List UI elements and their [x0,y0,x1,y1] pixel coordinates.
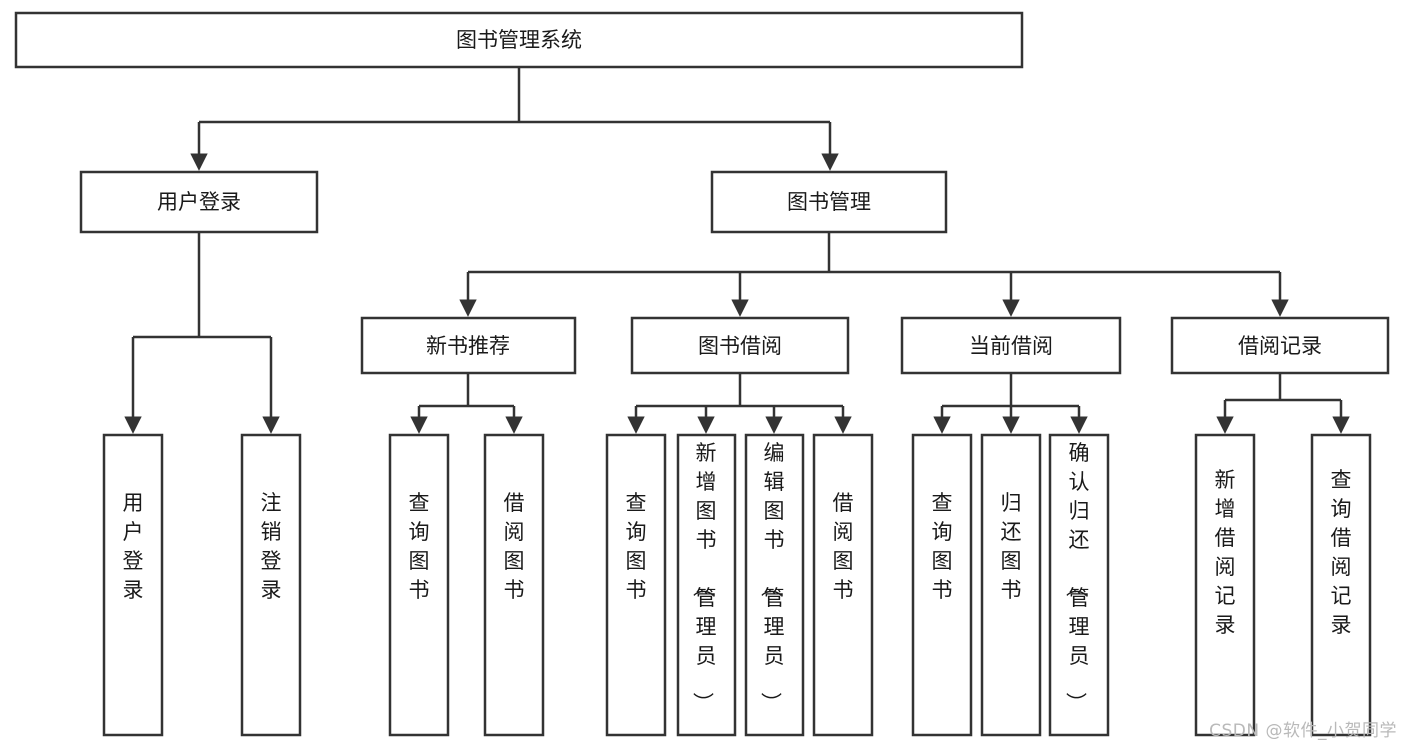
leaf-borrow-book-2-box [812,433,874,737]
node-leaf-query-record[interactable]: 查询借阅记录 [1310,433,1372,737]
leaf-query-record-box [1310,433,1372,737]
leaf-user-login-label: 用户登录 [123,491,144,602]
leaf-query-book-2-box [605,433,667,737]
edge-layer [124,67,1350,434]
book-borrow-label: 图书借阅 [698,334,782,358]
borrow-record-label: 借阅记录 [1238,334,1322,358]
root-box [14,11,1024,69]
user-login-box [79,170,319,234]
new-book-rec-box [360,316,577,375]
node-leaf-add-record[interactable]: 新增借阅记录 [1194,433,1256,737]
root-label: 图书管理系统 [456,28,582,52]
leaf-borrow-book-1-label: 借阅图书 [504,491,525,602]
node-leaf-query-book-3[interactable]: 查询图书 [911,433,973,737]
leaf-confirm-return-label: 确认归还（管理员） [1064,441,1090,713]
new-book-rec-label: 新书推荐 [426,334,510,358]
current-borrow-label: 当前借阅 [969,334,1053,358]
leaf-query-book-2-label: 查询图书 [626,491,647,602]
leaf-logout-label: 注销登录 [261,491,282,602]
leaf-edit-book-label: 编辑图书（管理员） [759,441,785,713]
leaf-query-book-3-label: 查询图书 [932,491,953,602]
leaf-logout-box [240,433,302,737]
node-leaf-query-book-2[interactable]: 查询图书 [605,433,667,737]
node-book-borrow[interactable]: 图书借阅 [630,316,850,375]
node-leaf-borrow-book-1[interactable]: 借阅图书 [483,433,545,737]
node-leaf-add-book[interactable]: 新增图书（管理员） [676,433,737,737]
leaf-layer: 用户登录 注销登录 查询图书 借阅图书 查询图书 新增图书（管理员） 编辑图书（… [102,433,1372,737]
leaf-query-record-label: 查询借阅记录 [1331,468,1352,637]
leaf-add-book-box [676,433,737,737]
leaf-borrow-book-1-box [483,433,545,737]
leaf-add-book-label: 新增图书（管理员） [691,441,717,713]
leaf-return-book-label: 归还图书 [1001,491,1022,602]
node-current-borrow[interactable]: 当前借阅 [900,316,1122,375]
leaf-user-login-box [102,433,164,737]
leaf-query-book-3-box [911,433,973,737]
leaf-confirm-return-box [1048,433,1110,737]
book-borrow-box [630,316,850,375]
node-user-login[interactable]: 用户登录 [79,170,319,234]
node-leaf-edit-book[interactable]: 编辑图书（管理员） [744,433,805,737]
leaf-query-book-1-label: 查询图书 [409,491,430,602]
book-manage-label: 图书管理 [787,190,871,214]
node-leaf-logout[interactable]: 注销登录 [240,433,302,737]
leaf-edit-book-box [744,433,805,737]
user-login-label: 用户登录 [157,190,241,214]
node-new-book-rec[interactable]: 新书推荐 [360,316,577,375]
node-leaf-confirm-return[interactable]: 确认归还（管理员） [1048,433,1110,737]
borrow-record-box [1170,316,1390,375]
leaf-return-book-box [980,433,1042,737]
node-leaf-borrow-book-2[interactable]: 借阅图书 [812,433,874,737]
node-leaf-return-book[interactable]: 归还图书 [980,433,1042,737]
node-leaf-user-login[interactable]: 用户登录 [102,433,164,737]
node-leaf-query-book-1[interactable]: 查询图书 [388,433,450,737]
current-borrow-box [900,316,1122,375]
node-book-manage[interactable]: 图书管理 [710,170,948,234]
book-manage-box [710,170,948,234]
leaf-borrow-book-2-label: 借阅图书 [833,491,854,602]
node-root[interactable]: 图书管理系统 [14,11,1024,69]
leaf-query-book-1-box [388,433,450,737]
node-borrow-record[interactable]: 借阅记录 [1170,316,1390,375]
leaf-add-record-box [1194,433,1256,737]
leaf-add-record-label: 新增借阅记录 [1215,468,1236,637]
